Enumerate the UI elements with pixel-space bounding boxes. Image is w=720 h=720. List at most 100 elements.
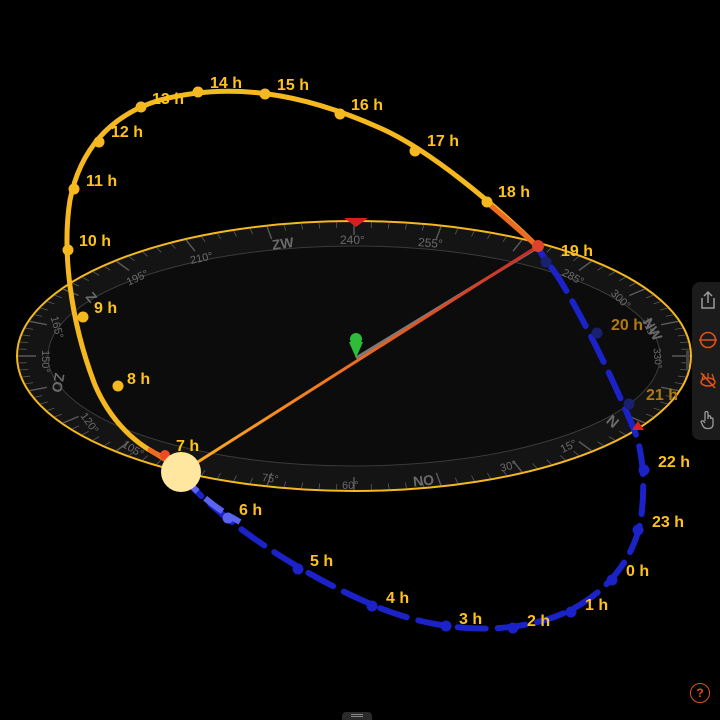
sunset-marker-icon (532, 240, 544, 252)
hour-label-9: 9 h (94, 300, 117, 317)
touch-mode-button[interactable] (696, 408, 720, 432)
hour-label-5: 5 h (310, 553, 333, 570)
bottom-sheet-handle[interactable] (342, 712, 372, 720)
night-hour-dot (540, 256, 552, 268)
hour-label-17: 17 h (427, 133, 459, 150)
hour-label-4: 4 h (386, 590, 409, 607)
compass-deg-210: 210° (189, 250, 214, 266)
compass-deg-150: 150° (39, 350, 51, 373)
compass-tick (104, 266, 111, 271)
compass-tick (318, 483, 321, 490)
hour-label-6: 6 h (239, 502, 262, 519)
compass-tick (404, 482, 407, 489)
compass-tick (546, 459, 552, 465)
side-grip[interactable] (686, 350, 689, 370)
night-hour-dot (292, 563, 304, 575)
compass-tick (677, 375, 686, 378)
compass-tick (646, 413, 654, 418)
compass-tick (680, 341, 689, 344)
heading-marker-icon (344, 218, 368, 227)
share-icon (701, 290, 715, 309)
hide-icon (700, 372, 716, 389)
compass-tick (142, 455, 148, 461)
compass-tick (142, 251, 148, 257)
hour-label-13: 13 h (152, 91, 184, 108)
night-hour-dot (440, 620, 452, 632)
compass-tick (201, 469, 206, 476)
compass-disk (16, 220, 692, 492)
day-hour-dot (62, 244, 74, 256)
compass-tick (435, 226, 442, 240)
horizon-icon (699, 331, 717, 349)
compass-tick (22, 375, 31, 378)
compass-tick (597, 441, 604, 446)
compass-tick (233, 230, 237, 237)
compass-tick (646, 294, 654, 299)
compass-tick (512, 460, 523, 473)
night-hour-dot (591, 327, 603, 339)
help-button[interactable]: ? (690, 683, 710, 703)
compass-tick (512, 239, 523, 252)
hour-label-7: 7 h (176, 438, 199, 455)
compass-tick (216, 233, 221, 240)
hour-label-22: 22 h (658, 454, 690, 471)
compass-tick (421, 224, 425, 231)
hide-toggle[interactable] (696, 368, 720, 392)
day-hour-dot (409, 145, 421, 157)
night-hour-dot (222, 512, 234, 524)
compass-tick (249, 477, 254, 484)
compass-tick (301, 223, 304, 230)
compass-tick (665, 314, 674, 317)
compass-tick (502, 469, 507, 476)
compass-deg-330: 330° (651, 348, 664, 370)
hour-dots (62, 86, 650, 634)
share-button[interactable] (696, 288, 720, 312)
hour-labels: 7 h 8 h 9 h 10 h 11 h 12 h 13 h 14 h 15 … (79, 75, 690, 630)
night-hour-dot (606, 574, 618, 586)
hour-label-0: 0 h (626, 563, 649, 580)
compass-tick (266, 472, 273, 486)
hour-label-8: 8 h (127, 371, 150, 388)
compass-tick (92, 436, 100, 441)
day-hour-dot (334, 108, 346, 120)
compass-tick (387, 483, 390, 490)
compass-tick (471, 230, 475, 237)
hour-label-3: 3 h (459, 611, 482, 628)
compass-tick (249, 228, 254, 235)
compass-tick (677, 334, 686, 337)
compass-tick (660, 401, 668, 405)
compass-tick (661, 320, 679, 326)
compass-tick (546, 247, 552, 253)
compass-tick (22, 334, 31, 337)
day-hour-dot (93, 136, 105, 148)
compass-tick (674, 382, 683, 385)
compass-tick (660, 307, 668, 311)
compass-tick (578, 260, 592, 272)
compass-deg-255: 255° (417, 235, 443, 251)
day-hour-dot (192, 86, 204, 98)
compass-tick (283, 224, 287, 231)
hour-label-19: 19 h (561, 243, 593, 260)
compass-tick (661, 386, 679, 392)
hour-label-21: 21 h (646, 387, 678, 404)
night-hour-dot (623, 398, 635, 410)
night-hour-dot (632, 524, 644, 536)
compass-tick (233, 475, 237, 482)
compass-tick (502, 236, 507, 243)
compass-tick (156, 459, 162, 465)
compass-dir-zo: ZO (49, 372, 68, 394)
compass-deg-165: 165° (48, 315, 65, 340)
day-hour-dot (481, 196, 493, 208)
horizon-toggle[interactable] (696, 328, 720, 352)
compass-tick (46, 407, 55, 411)
compass-tick (454, 477, 459, 484)
compass-tick (318, 222, 321, 229)
compass-tick (25, 382, 34, 385)
compass-tick (487, 233, 492, 240)
day-hour-dot (77, 311, 89, 323)
day-hour-dot (135, 101, 147, 113)
compass-tick (653, 407, 662, 411)
compass-tick (454, 228, 459, 235)
sun-icon[interactable] (161, 452, 201, 492)
